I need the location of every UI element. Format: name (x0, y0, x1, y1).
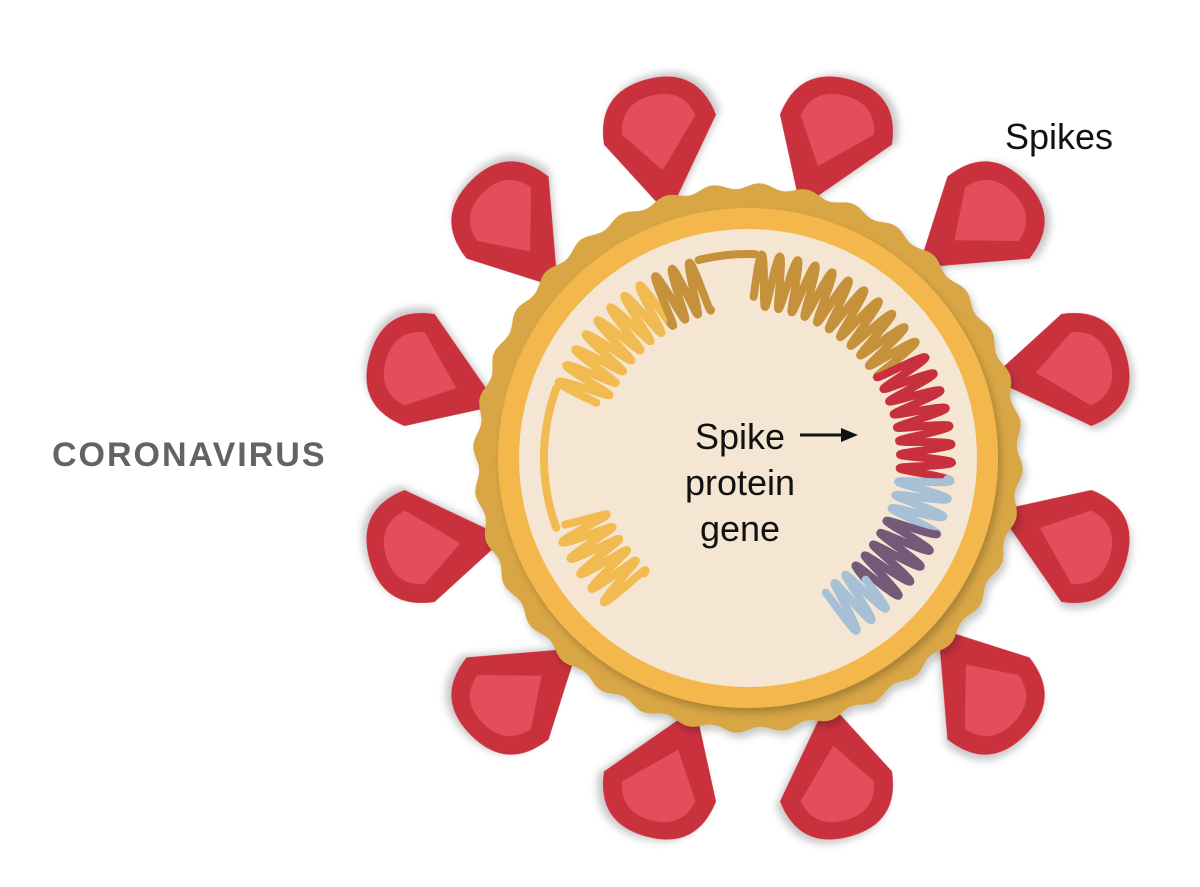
spike (603, 76, 717, 216)
spikes-label: Spikes (1005, 116, 1114, 157)
rna-segment (558, 510, 650, 607)
rna-segment (651, 258, 716, 330)
rna-segment (554, 281, 675, 407)
rna-segment (873, 353, 956, 483)
spike (997, 489, 1130, 603)
spike (779, 700, 893, 840)
spike-protein-gene-label: Spike protein gene (675, 414, 805, 552)
spike (918, 161, 1045, 268)
spike (366, 489, 506, 603)
rna-segment (540, 384, 561, 532)
arrow (800, 428, 858, 442)
spike (779, 76, 893, 209)
rna-segment (887, 475, 955, 539)
spike (603, 707, 717, 840)
spike (938, 628, 1045, 755)
spikes (366, 76, 1130, 840)
gene-label-line1: Spike (694, 416, 786, 457)
rna-segment (694, 250, 760, 265)
spike (451, 648, 578, 755)
coronavirus-label: CORONAVIRUS (52, 436, 327, 474)
spike (990, 313, 1130, 427)
gene-label-line3: gene (699, 508, 781, 549)
spike (451, 161, 558, 288)
rna-segment (851, 516, 941, 600)
rna-genome (540, 250, 956, 635)
gene-label-line2: protein (684, 462, 796, 503)
rna-segment (749, 250, 920, 382)
rna-segment (821, 570, 890, 635)
spike (366, 313, 499, 427)
